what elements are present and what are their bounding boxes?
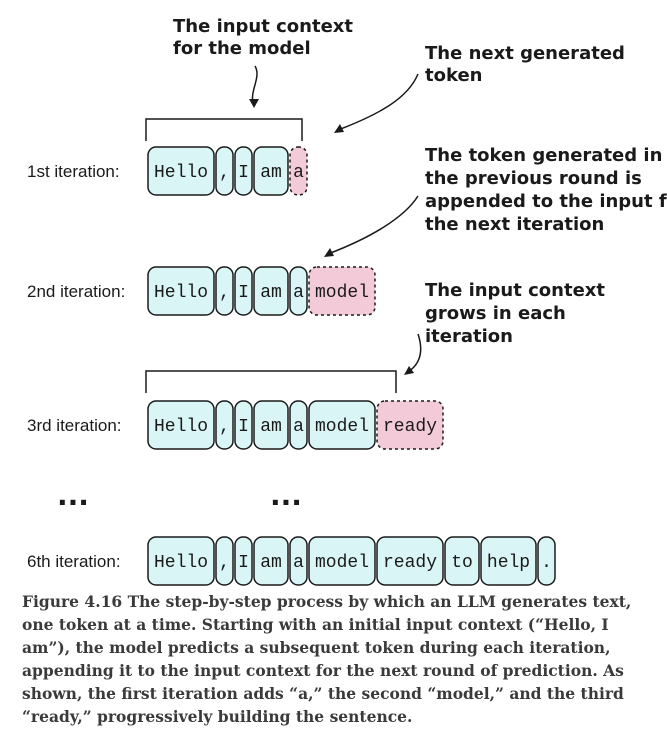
token-box	[234, 146, 253, 196]
token-box	[234, 536, 253, 586]
annotation-next-token-2: token	[425, 65, 482, 86]
annotation-grows-3: iteration	[425, 326, 513, 347]
token-text: am	[260, 163, 282, 183]
token-box	[289, 536, 308, 586]
annotation-next-token-1: The next generated	[425, 43, 625, 64]
token-text: ,	[219, 553, 230, 573]
arrow-grows	[407, 333, 422, 373]
token-box	[253, 266, 289, 316]
token-text: model	[315, 553, 369, 573]
llm-generation-diagram: The input context for the model The next…	[27, 16, 667, 586]
token-box	[444, 536, 480, 586]
token-text: model	[315, 417, 369, 437]
token-text: Hello	[154, 417, 208, 437]
token-text: ready	[383, 553, 437, 573]
token-box	[253, 400, 289, 450]
token-box	[215, 400, 234, 450]
token-box	[215, 266, 234, 316]
token-box	[215, 146, 234, 196]
iteration-label: 2nd iteration:	[27, 282, 125, 301]
token-text: I	[238, 553, 249, 573]
token-text: am	[260, 553, 282, 573]
arrow-appended	[327, 195, 419, 255]
token-box	[308, 400, 376, 450]
iteration-label: 6th iteration:	[27, 552, 121, 571]
token-text: am	[260, 283, 282, 303]
annotation-appended-4: the next iteration	[425, 214, 604, 235]
token-box	[289, 266, 308, 316]
token-text: am	[260, 417, 282, 437]
iteration-label: 3rd iteration:	[27, 416, 122, 435]
token-box	[376, 536, 444, 586]
iteration-label: 1st iteration:	[27, 162, 120, 181]
token-text: ,	[219, 163, 230, 183]
token-text: Hello	[154, 163, 208, 183]
token-text: I	[238, 417, 249, 437]
token-box	[147, 146, 215, 196]
annotation-input-context-1: The input context	[173, 16, 353, 37]
token-text: a	[293, 283, 304, 303]
new-token-box	[308, 266, 376, 316]
token-text: Hello	[154, 553, 208, 573]
token-box	[147, 536, 215, 586]
token-text: ,	[219, 283, 230, 303]
token-text: ready	[383, 417, 437, 437]
annotation-appended-2: the previous round is	[425, 168, 642, 189]
token-box	[234, 266, 253, 316]
token-text: to	[451, 553, 473, 573]
token-text: I	[238, 163, 249, 183]
token-box	[308, 536, 376, 586]
token-text: help	[487, 553, 530, 573]
token-box	[537, 536, 556, 586]
arrowhead-next-token	[334, 124, 344, 133]
annotation-grows-1: The input context	[425, 280, 605, 301]
token-box	[147, 400, 215, 450]
token-text: I	[238, 283, 249, 303]
token-box	[289, 400, 308, 450]
token-box	[253, 146, 289, 196]
token-text: ,	[219, 417, 230, 437]
figure-caption: Figure 4.16 The step-by-step process by …	[22, 592, 632, 726]
token-text: a	[293, 163, 304, 183]
token-box	[234, 400, 253, 450]
token-text: model	[315, 283, 369, 303]
ellipsis-right: ...	[270, 479, 302, 512]
token-box	[253, 536, 289, 586]
annotation-appended-3: appended to the input for	[425, 191, 667, 212]
token-text: .	[541, 553, 552, 573]
token-text: Hello	[154, 283, 208, 303]
context-bracket-top	[145, 118, 303, 141]
token-box	[147, 266, 215, 316]
ellipsis-left: ...	[57, 479, 89, 512]
token-box	[480, 536, 537, 586]
token-text: a	[293, 553, 304, 573]
context-bracket-third	[145, 370, 397, 393]
arrow-next-token	[337, 73, 419, 131]
annotation-input-context-2: for the model	[173, 38, 311, 59]
new-token-box	[289, 146, 308, 196]
arrowhead-grows	[404, 366, 414, 375]
new-token-box	[376, 400, 444, 450]
token-text: a	[293, 417, 304, 437]
annotation-appended-1: The token generated in	[425, 145, 662, 166]
arrowhead-appended	[324, 248, 334, 257]
arrowhead-input-context	[249, 99, 259, 108]
annotation-grows-2: grows in each	[425, 303, 566, 324]
token-box	[215, 536, 234, 586]
